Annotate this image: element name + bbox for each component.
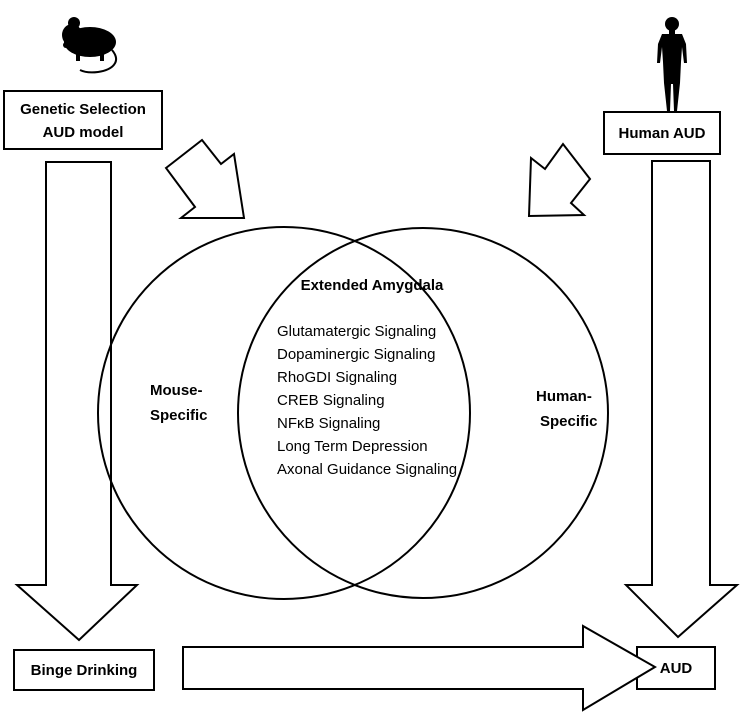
pathway-item: Glutamatergic Signaling (277, 323, 436, 340)
genetic-selection-label: Genetic Selection (20, 101, 146, 118)
right-down-arrow (623, 160, 740, 639)
binge-drinking-box: Binge Drinking (13, 649, 155, 691)
aud-label: AUD (660, 660, 693, 677)
aud-model-label: AUD model (43, 124, 124, 141)
pathway-list: Glutamatergic Signaling Dopaminergic Sig… (277, 323, 457, 478)
human-aud-box: Human AUD (603, 111, 721, 155)
pathway-item: RhoGDI Signaling (277, 369, 397, 386)
pathway-item: Dopaminergic Signaling (277, 346, 435, 363)
left-down-arrow (14, 161, 140, 642)
binge-drinking-label: Binge Drinking (31, 662, 138, 679)
human-silhouette-icon (657, 17, 687, 111)
pathway-item: Long Term Depression (277, 438, 428, 455)
mouse-specific-label-line1: Mouse- (150, 382, 203, 399)
right-diagonal-arrow (527, 142, 592, 218)
overlap-title: Extended Amygdala (301, 277, 444, 294)
human-aud-label: Human AUD (619, 125, 706, 142)
human-specific-circle (237, 227, 609, 599)
mouse-specific-circle (97, 226, 471, 600)
mouse-icon (62, 17, 117, 74)
pathway-item: Axonal Guidance Signaling (277, 461, 457, 478)
human-specific-label-line2: Specific (540, 413, 598, 430)
genetic-selection-box: Genetic Selection AUD model (3, 90, 163, 150)
left-diagonal-arrow (164, 138, 246, 219)
mouse-specific-label-line2: Specific (150, 407, 208, 424)
pathway-item: CREB Signaling (277, 392, 385, 409)
human-specific-label-line1: Human- (536, 388, 592, 405)
pathway-item: NFκB Signaling (277, 415, 380, 432)
horizontal-right-arrow (182, 624, 657, 712)
